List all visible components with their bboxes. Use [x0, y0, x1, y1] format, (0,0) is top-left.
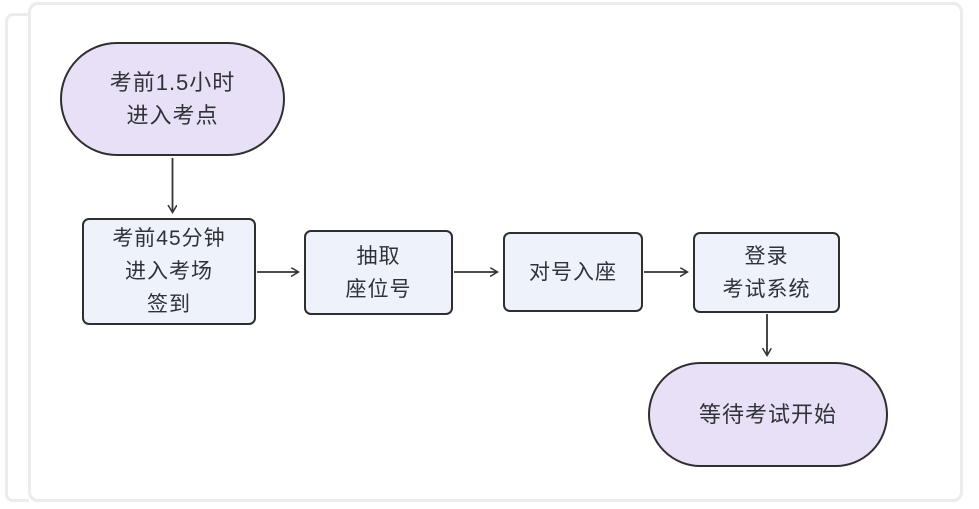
flow-node-login: 登录 考试系统 [693, 232, 840, 313]
flow-node-checkin: 考前45分钟 进入考场 签到 [82, 218, 256, 325]
flow-node-take-seat: 对号入座 [503, 232, 643, 312]
frame-left-edge [5, 13, 29, 502]
flow-node-start: 考前1.5小时 进入考点 [60, 42, 285, 156]
flow-node-checkin-label: 考前45分钟 进入考场 签到 [112, 227, 226, 316]
flow-node-take-seat-label: 对号入座 [529, 260, 617, 284]
flow-node-start-label: 考前1.5小时 进入考点 [109, 70, 236, 128]
flow-node-draw-seat-label: 抽取 座位号 [345, 244, 412, 301]
flow-node-draw-seat: 抽取 座位号 [304, 230, 453, 315]
frame-border [28, 2, 963, 502]
flow-node-login-label: 登录 考试系统 [722, 244, 811, 301]
flow-node-wait-label: 等待考试开始 [698, 402, 837, 427]
flow-node-wait: 等待考试开始 [648, 362, 888, 467]
